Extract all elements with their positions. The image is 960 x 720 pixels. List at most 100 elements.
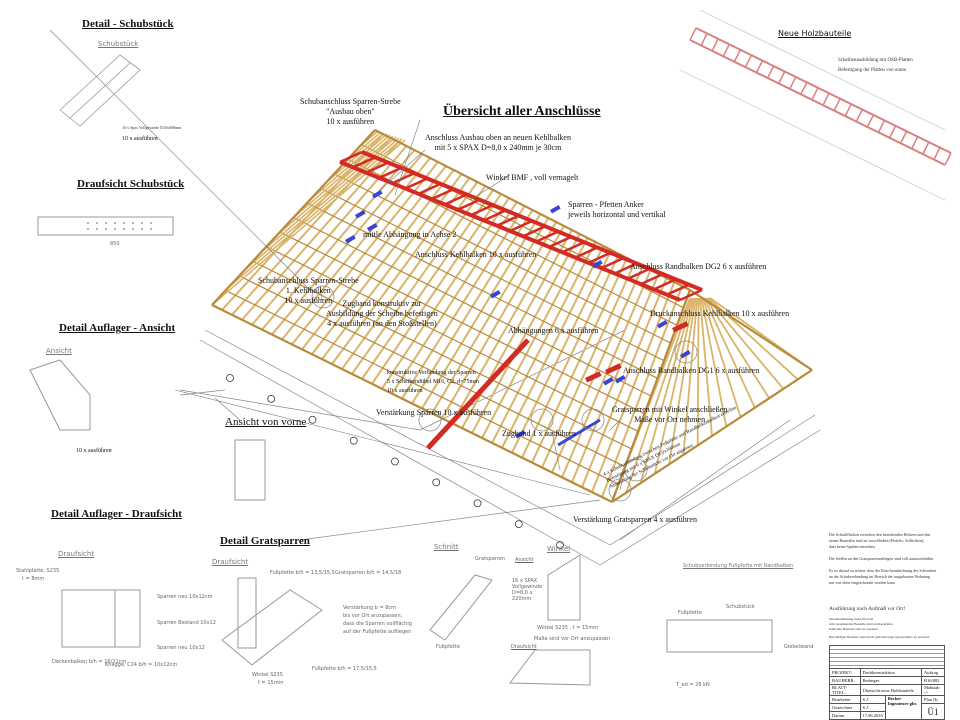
label-abhaengung: mittle Abhängung in Achse 2 xyxy=(363,230,457,239)
detail-circle xyxy=(418,408,442,432)
ladder-rung xyxy=(483,209,507,222)
screw-dot xyxy=(96,222,98,224)
ladder-rung xyxy=(365,161,389,174)
axis-marker xyxy=(514,520,523,529)
tb-label: Plan Nr. xyxy=(921,695,945,704)
leader-line xyxy=(609,419,621,431)
note: Gratsparren b/h = 14,5/18 xyxy=(335,570,402,576)
screw-dot xyxy=(123,228,125,230)
ladder-rung xyxy=(417,182,441,195)
ladder-rung xyxy=(339,150,363,164)
note: Sparren Bestand 10x12 xyxy=(157,620,216,626)
new-member xyxy=(744,54,753,68)
note: Sparren neu 10x12cm xyxy=(157,594,213,600)
label-schub-oben: Schubanschluss Sparren-Strebe"Ausbau obe… xyxy=(300,97,401,126)
heading-auflager-ansicht: Detail Auflager - Ansicht xyxy=(59,322,176,334)
new-ridge-timber xyxy=(339,150,703,450)
hand-schubstueck: Schubstück xyxy=(98,40,139,48)
leader-line xyxy=(379,149,426,191)
new-member xyxy=(811,87,819,101)
axis-marker xyxy=(308,415,317,424)
tb-label: BAUHERR: xyxy=(829,676,861,685)
note: Deckenbalken b/h = 16/21cm xyxy=(52,659,127,665)
screw-dot xyxy=(87,222,89,224)
new-beam xyxy=(672,321,689,333)
new-member xyxy=(695,27,952,154)
note: T_ed = 26 kN xyxy=(676,682,710,688)
note: Winkel S235 , t = 15mm xyxy=(537,625,599,631)
tb-label: Gezeichnet xyxy=(829,703,861,712)
new-member xyxy=(766,65,775,79)
steel-connector xyxy=(489,289,501,299)
steel-connector xyxy=(615,375,626,384)
note: 16 x SPAX Vollgewinde D=8,0 x 220mm xyxy=(512,578,543,602)
tb-datum: 17.06.2016 xyxy=(859,711,886,720)
auflager-plate xyxy=(61,589,141,648)
ladder-rung xyxy=(666,283,690,296)
sketch-line xyxy=(79,69,141,127)
plan-line xyxy=(699,9,946,131)
new-member xyxy=(689,39,946,166)
hand-ansicht: Ansicht xyxy=(46,347,72,355)
heading-auflager-draufsicht: Detail Auflager - Draufsicht xyxy=(51,508,182,520)
hand-schnitt: Schnitt xyxy=(434,543,459,551)
hand-draufsicht-grat: Draufsicht xyxy=(212,558,249,566)
label-kehlbalken: Anschluss Kehlbalken 10 x ausführen xyxy=(415,250,537,259)
note: Befestigung der Platten von unten xyxy=(838,68,907,73)
hip-rafter xyxy=(706,297,785,390)
ladder-rung xyxy=(653,278,677,291)
note: auf der Fußpfette aufliegen xyxy=(343,629,412,635)
hip-rafter xyxy=(227,138,403,289)
count-auflager: 10 x ausführen xyxy=(76,448,112,454)
note: Verstärkung b = 8cm xyxy=(343,605,397,611)
label-winkel-bmf: Winkel BMF , voll vernagelt xyxy=(486,173,579,182)
leader-line xyxy=(619,469,626,491)
screw-dot xyxy=(141,228,143,230)
plan-line xyxy=(199,339,601,566)
new-member xyxy=(722,43,730,57)
note: Fußpfette b/h = 13,5/15,5 xyxy=(270,570,335,576)
purlin xyxy=(279,231,645,415)
hip-rafter xyxy=(700,297,728,427)
note: bis vor Ort anzupassen, xyxy=(343,613,403,619)
tb-inhalt: Übersicht neue Holzbauteile xyxy=(859,684,923,696)
ladder-rung xyxy=(431,188,455,201)
axis-marker xyxy=(267,394,276,403)
new-member xyxy=(800,82,808,95)
plan-line xyxy=(599,429,821,566)
new-member xyxy=(755,60,764,73)
label-randbalken-dg1: Anschluss Randbalken DG1 6 x ausführen xyxy=(623,366,760,375)
steel-connector xyxy=(603,376,614,386)
note: t = 8mm xyxy=(22,576,45,582)
leader-line xyxy=(551,431,561,471)
note: Draufsicht xyxy=(511,644,537,650)
hand-winkel: Winkel xyxy=(547,545,571,553)
tb-bauherr: Bettinger xyxy=(859,676,923,685)
ladder-rung xyxy=(496,214,520,227)
ladder-rung xyxy=(470,203,494,217)
ladder-rung xyxy=(587,251,611,264)
right-notes: Die Schraffflächen zwischen den bestehen… xyxy=(829,532,937,585)
steel-connector xyxy=(354,210,366,219)
purlin xyxy=(266,246,639,432)
tb-label: PROJEKT: xyxy=(829,668,861,677)
ladder-rung xyxy=(679,288,703,302)
axis-marker xyxy=(556,541,564,549)
label-druckanschluss: Druckanschluss Kehlbalken 10 x ausführen xyxy=(650,309,790,318)
tb-auftrag: B16/082 xyxy=(921,676,945,685)
purlin xyxy=(293,216,652,397)
tb-gezeichnet: S.J. xyxy=(859,703,886,712)
hip-rafter xyxy=(682,297,699,455)
hip-rafter xyxy=(639,297,694,484)
ladder-rung xyxy=(535,230,559,243)
auflager-beam xyxy=(114,589,141,648)
tb-projekt: Dachkonstruktion xyxy=(859,668,923,677)
tb-plan: Ü1 xyxy=(921,703,945,720)
new-member xyxy=(933,147,941,160)
steel-connector xyxy=(345,235,356,244)
steel-connectors xyxy=(345,190,691,447)
sketch-line xyxy=(69,62,131,119)
hip-rafter xyxy=(703,297,756,409)
